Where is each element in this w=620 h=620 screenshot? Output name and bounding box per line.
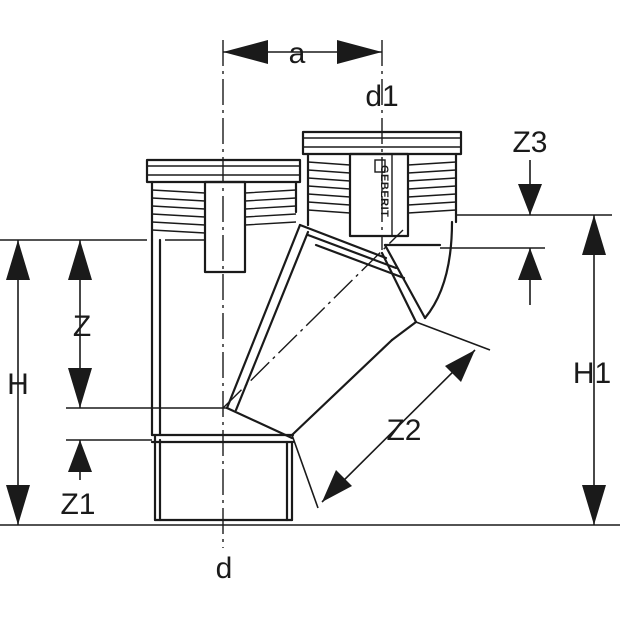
label-z2: Z2 [386,414,421,447]
label-z3: Z3 [512,126,547,159]
dimension-h: H [6,240,30,525]
label-d1: d1 [365,80,398,113]
dimension-z2: Z2 [321,349,476,503]
label-h: H [7,368,29,401]
label-z: Z [73,310,91,343]
main-socket-threads-left [151,189,206,234]
branch-socket: GEBERIT [301,130,463,238]
label-d: d [216,552,233,585]
dimension-h1: H1 [573,215,611,525]
branch-pipe [225,220,454,440]
brand-mark: GEBERIT [378,165,390,217]
extension-lines [0,214,620,526]
dimension-z: Z [68,240,92,408]
label-a: a [289,37,306,70]
dimension-z3: Z3 [512,126,548,305]
branch-centerline [222,229,404,409]
label-h1: H1 [573,357,611,390]
dimension-z1: Z1 [60,440,96,521]
main-pipe [145,158,302,522]
dimension-a: a [223,37,382,70]
branch-socket-threads-left [307,161,351,214]
branch-socket-threads-right [407,161,457,214]
label-z1: Z1 [60,488,95,521]
main-socket-threads-right [244,189,297,226]
